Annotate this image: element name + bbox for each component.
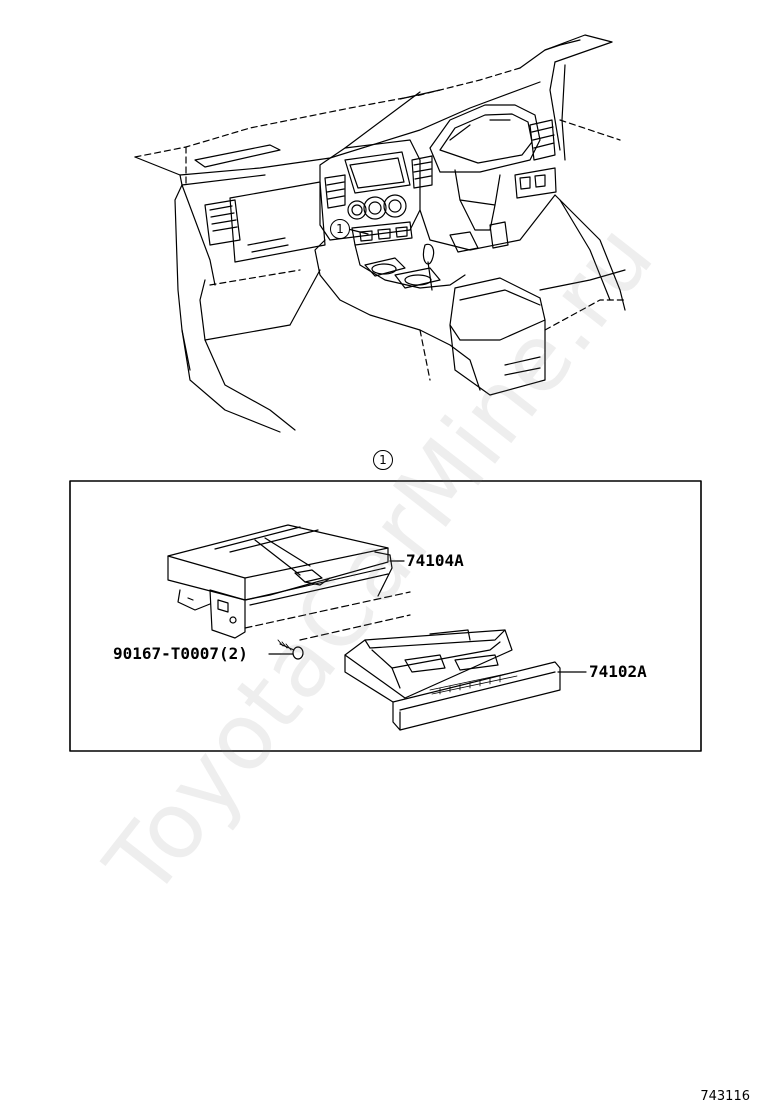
screw-drawing [268, 639, 304, 660]
callout-circle-dashboard: 1 [330, 219, 350, 239]
part-label-74104a[interactable]: 74104A [406, 551, 464, 570]
ashtray-housing-drawing [167, 524, 393, 639]
diagram-id: 743116 [700, 1089, 750, 1104]
callout-circle-detail: 1 [373, 450, 393, 470]
part-label-90167-t0007[interactable]: 90167-T0007(2) [113, 644, 248, 663]
dashboard-illustration [134, 34, 626, 433]
part-label-74102a[interactable]: 74102A [589, 662, 647, 681]
callout-leader-line [347, 228, 369, 235]
detail-frame [69, 480, 702, 752]
ashtray-drawer-drawing [344, 629, 561, 731]
